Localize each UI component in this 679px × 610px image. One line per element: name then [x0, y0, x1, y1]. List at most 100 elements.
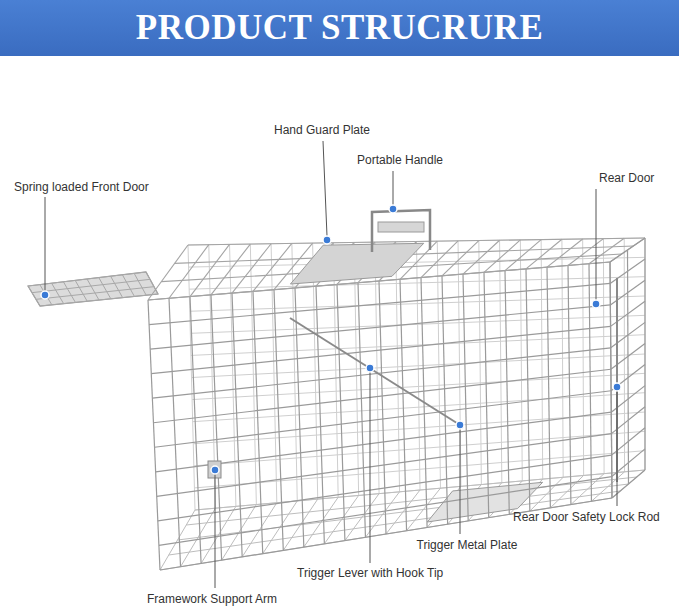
wire: [146, 272, 158, 294]
handle-grip: [378, 222, 424, 232]
wire: [149, 283, 610, 324]
wire: [211, 244, 250, 295]
wire: [232, 293, 242, 557]
wire: [337, 284, 345, 540]
wire: [153, 369, 610, 422]
wire: [505, 240, 541, 271]
wire: [463, 274, 468, 521]
part-label: Trigger Metal Plate: [417, 538, 518, 552]
wire: [122, 275, 134, 297]
wire: [160, 498, 612, 570]
wire: [526, 239, 562, 269]
wire: [645, 238, 646, 470]
part-label: Rear Door Safety Lock Rod: [513, 510, 660, 524]
wire: [274, 290, 283, 551]
wire: [190, 296, 645, 311]
wire: [611, 322, 645, 347]
leader-dot: [366, 364, 374, 372]
wire: [63, 282, 75, 303]
wire: [40, 285, 52, 305]
wire: [526, 269, 530, 511]
wire: [316, 286, 324, 544]
top-wires: [148, 238, 645, 300]
wire: [644, 238, 645, 470]
leader-dot: [323, 236, 331, 244]
part-label: Rear Door: [599, 171, 654, 185]
wire: [148, 300, 160, 570]
part-label: Hand Guard Plate: [274, 123, 370, 137]
leader-dots: [41, 205, 621, 474]
wire: [253, 291, 263, 553]
wire: [134, 273, 146, 295]
wire: [190, 297, 201, 564]
wire: [400, 279, 407, 530]
leader-line: [617, 391, 618, 506]
wire: [191, 335, 645, 356]
part-label: Spring loaded Front Door: [14, 180, 149, 194]
wire: [40, 294, 158, 306]
leader-line: [596, 189, 597, 300]
leader-dot: [613, 383, 621, 391]
wire: [32, 279, 150, 292]
wire: [87, 279, 99, 300]
wire: [99, 278, 111, 299]
trigger-lever: [290, 318, 460, 425]
wire: [111, 276, 123, 297]
wire: [610, 259, 645, 283]
leader-line: [323, 141, 327, 236]
leader-line: [45, 197, 46, 291]
wire: [148, 245, 188, 300]
leader-dot: [456, 421, 464, 429]
wire: [463, 240, 500, 274]
wire: [358, 283, 365, 538]
wire: [190, 244, 230, 296]
wire: [150, 305, 610, 349]
wire: [628, 250, 629, 484]
leader-line: [393, 171, 394, 205]
wire: [568, 239, 603, 266]
handle: [372, 210, 430, 252]
wire: [484, 240, 520, 272]
leader-dot: [41, 291, 49, 299]
wire: [193, 393, 645, 422]
wire: [28, 272, 146, 286]
part-label: Framework Support Arm: [147, 592, 277, 606]
wire: [547, 267, 550, 508]
wire: [589, 238, 624, 263]
wire: [421, 241, 458, 278]
wire: [232, 244, 271, 293]
wire: [442, 276, 448, 524]
front-door-wires: [28, 272, 158, 306]
wire: [211, 295, 222, 560]
wire: [568, 265, 571, 504]
leader-dot: [211, 466, 219, 474]
wire: [610, 280, 645, 305]
wire: [189, 277, 645, 290]
leader-line: [215, 474, 216, 588]
wire: [169, 298, 181, 566]
wire: [52, 283, 64, 303]
wire: [28, 286, 40, 306]
wire: [547, 239, 583, 267]
wire: [589, 264, 591, 502]
wire: [169, 245, 209, 299]
part-label: Portable Handle: [357, 153, 443, 167]
wire: [379, 281, 386, 534]
wire: [610, 238, 645, 262]
plate: [290, 243, 423, 284]
leader-line: [460, 429, 461, 534]
wire: [253, 243, 292, 291]
wire: [610, 262, 612, 498]
wire: [36, 287, 154, 300]
part-label: Trigger Lever with Hook Tip: [297, 566, 443, 580]
rear-wires: [610, 238, 645, 498]
wire: [442, 241, 479, 276]
leader-line: [370, 372, 371, 563]
wire: [156, 412, 612, 472]
front-door: [28, 272, 158, 306]
wire: [155, 391, 612, 448]
wire: [611, 301, 645, 326]
wire: [610, 262, 612, 498]
leader-dot: [592, 300, 600, 308]
